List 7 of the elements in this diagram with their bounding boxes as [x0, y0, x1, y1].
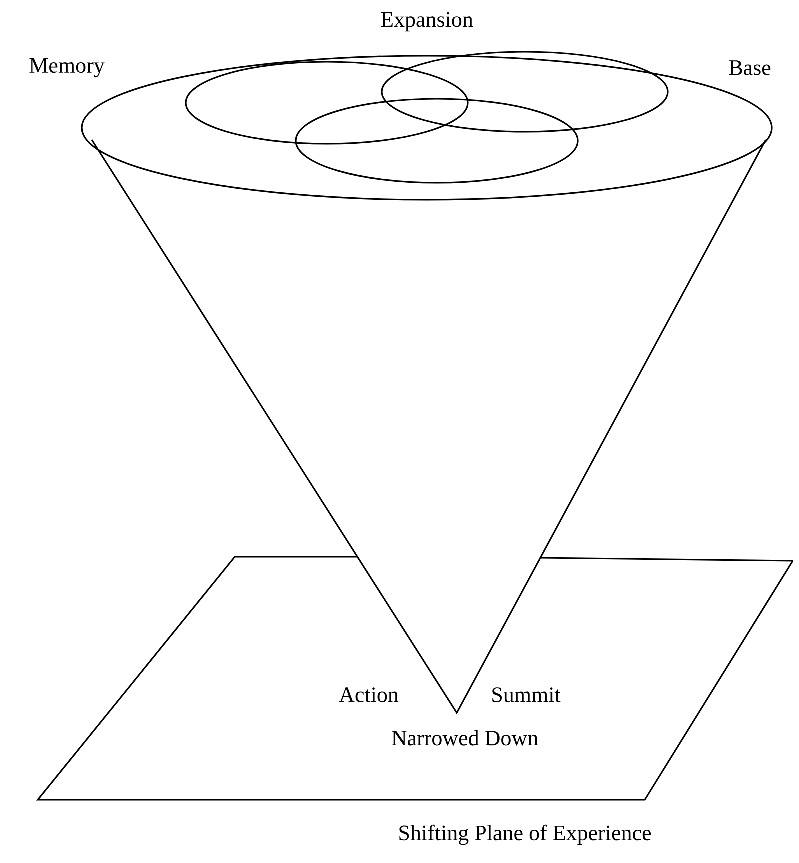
- label: Summit: [492, 688, 561, 702]
- label: Base: [729, 60, 771, 76]
- label: Shifting Plane of Experience: [400, 824, 652, 846]
- label: Action: [339, 688, 399, 702]
- label: Memory: [30, 58, 105, 78]
- label: Expansion: [381, 12, 474, 32]
- label: Narrowed Down: [392, 730, 538, 746]
